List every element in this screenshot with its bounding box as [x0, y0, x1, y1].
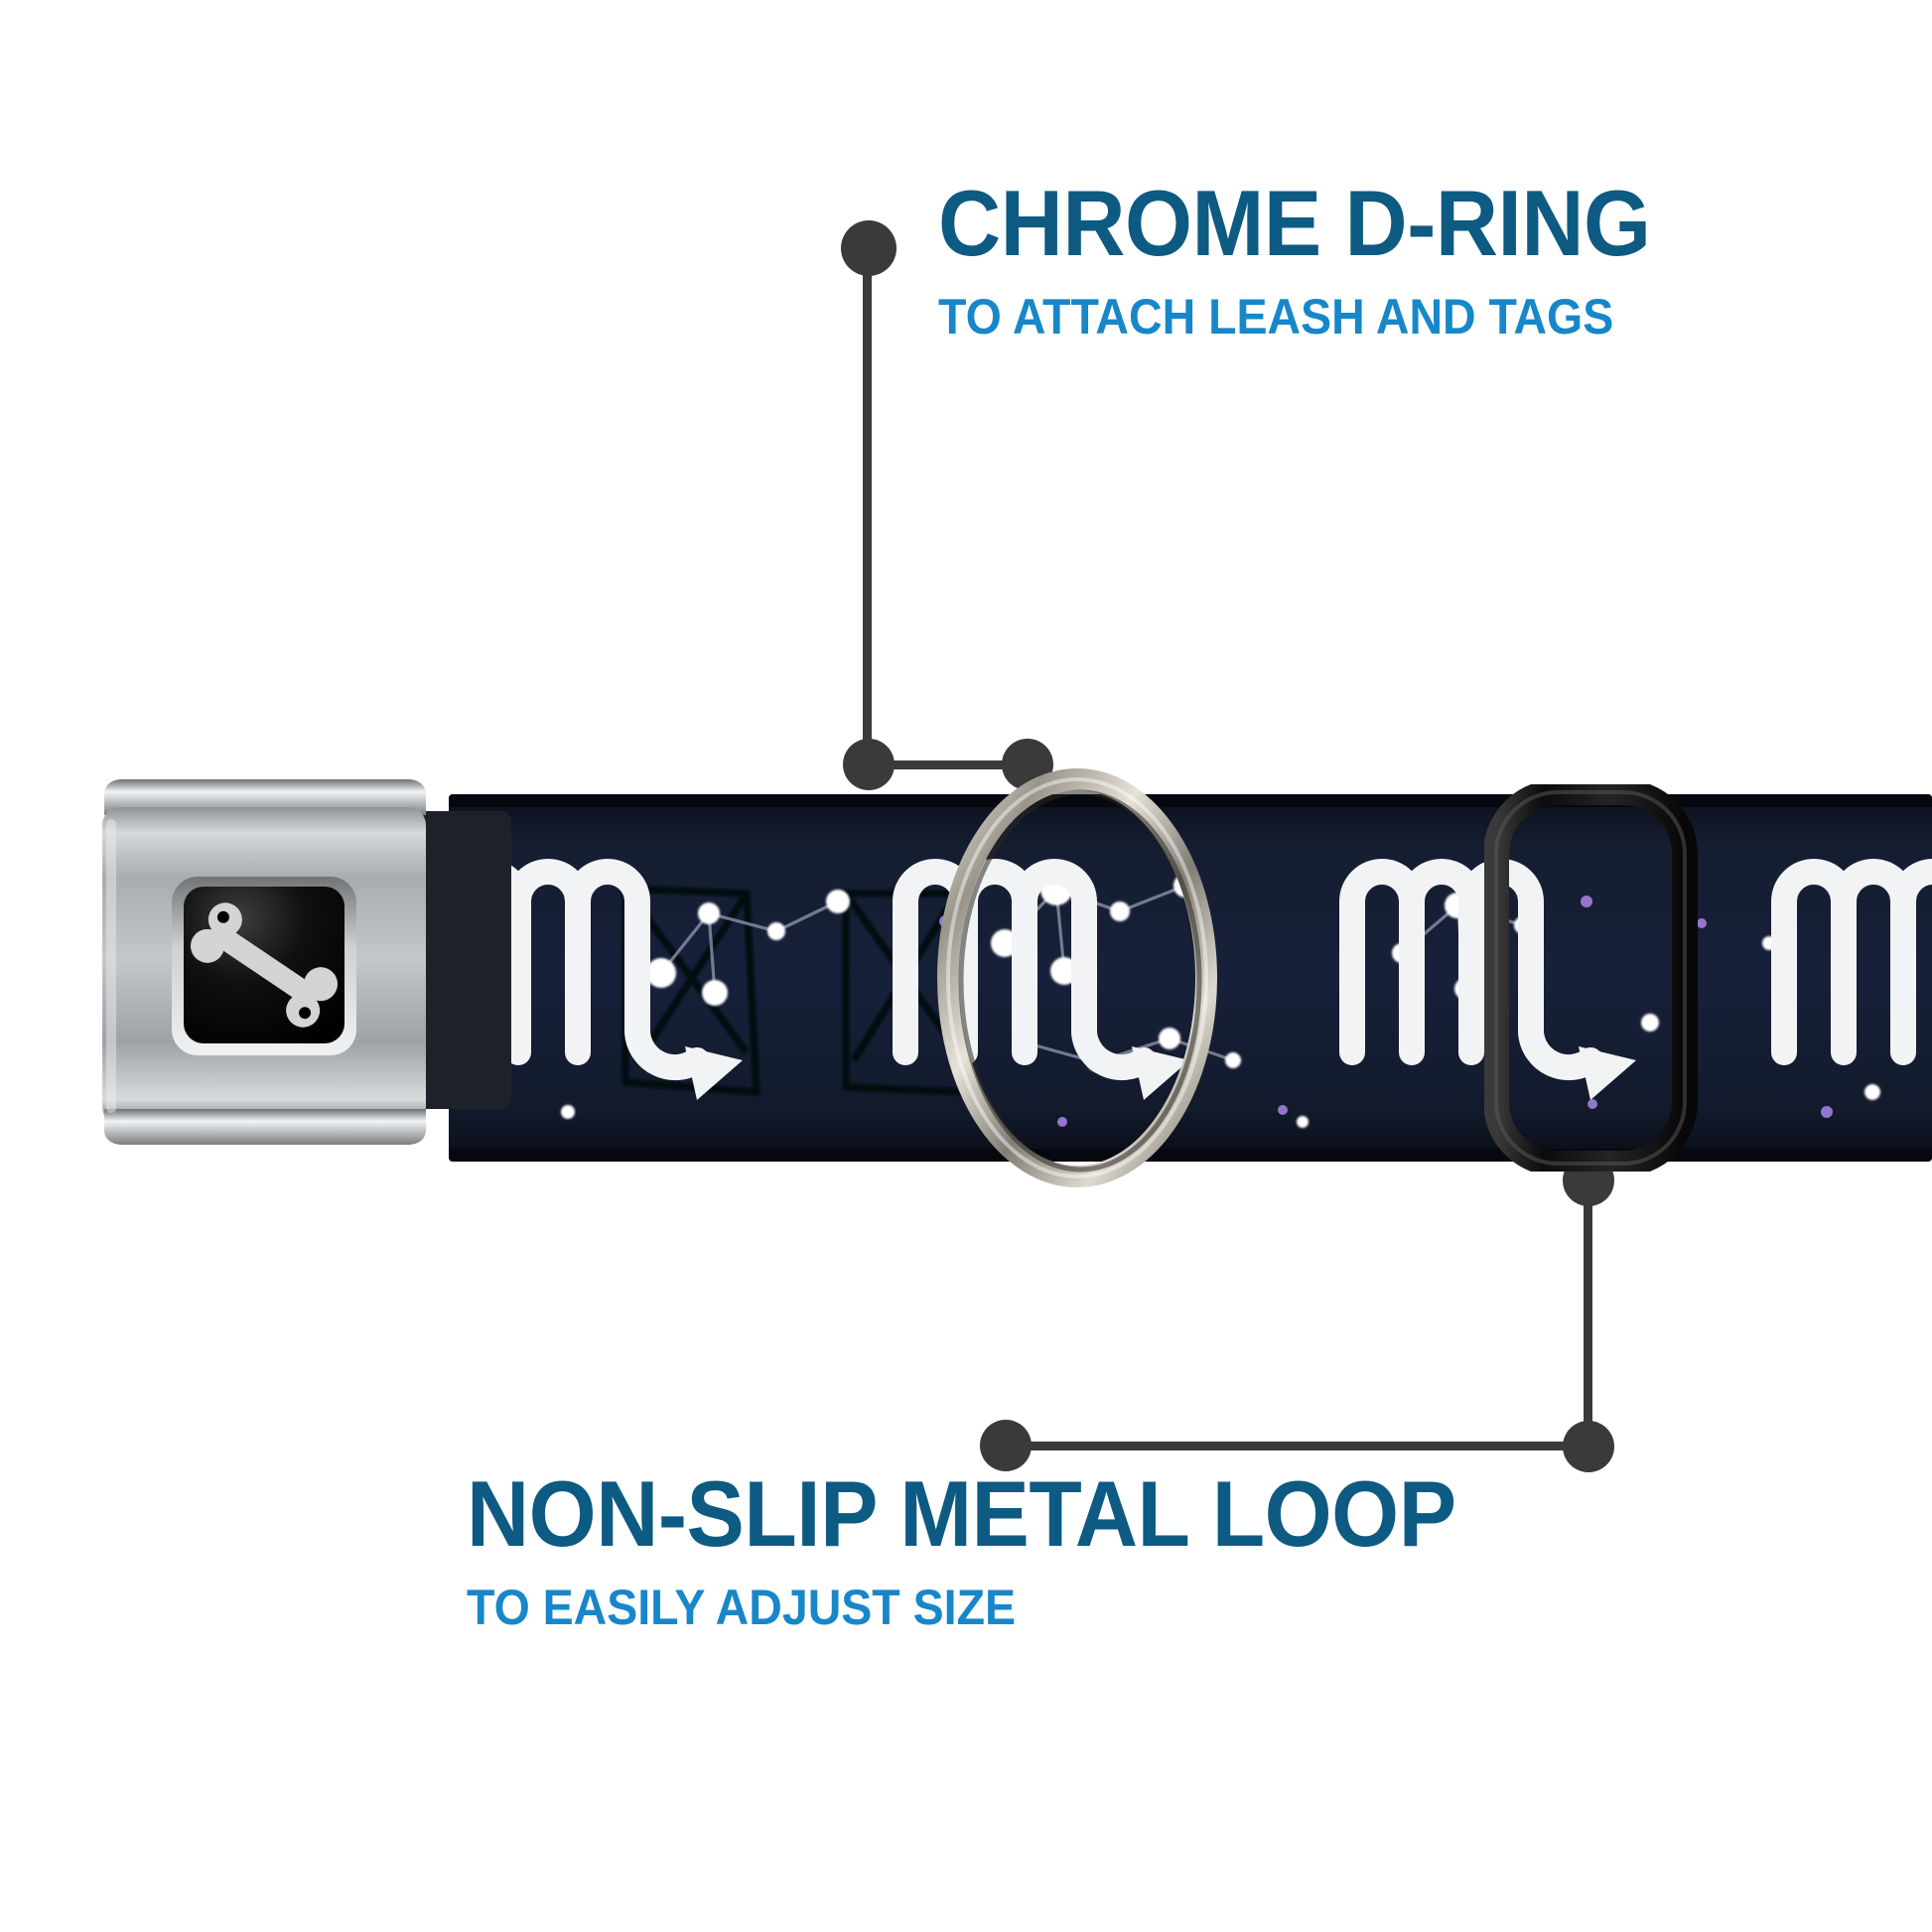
d-ring-highlight [946, 777, 1208, 1178]
leader-line-loop-vertical [1584, 1180, 1592, 1450]
non-slip-metal-loop [1484, 784, 1698, 1172]
callout-subtitle-chrome-d-ring: TO ATTACH LEASH AND TAGS [938, 289, 1614, 345]
chrome-seatbelt-buckle-graphic [102, 779, 511, 1145]
non-slip-metal-loop-graphic [1484, 784, 1698, 1172]
callout-title-chrome-d-ring: CHROME D-RING [938, 171, 1651, 275]
callout-non-slip-metal-loop: NON-SLIP METAL LOOP TO EASILY ADJUST SIZ… [467, 1461, 1531, 1635]
chrome-d-ring-graphic [937, 768, 1217, 1187]
callout-subtitle-metal-loop: TO EASILY ADJUST SIZE [467, 1580, 1016, 1635]
buckle-top-lip [103, 779, 427, 815]
metal-loop-frame [1484, 784, 1698, 1172]
leader-line-dring-horizontal [869, 760, 1028, 769]
leader-line-dring-vertical [863, 248, 872, 766]
callout-chrome-d-ring: CHROME D-RING TO ATTACH LEASH AND TAGS [938, 171, 1705, 345]
chrome-seatbelt-buckle [94, 759, 516, 1167]
buckle-bottom-lip [103, 1109, 427, 1145]
leader-line-loop-horizontal [1006, 1442, 1587, 1450]
leader-dot-loop-target [980, 1420, 1032, 1471]
callout-title-metal-loop: NON-SLIP METAL LOOP [467, 1461, 1456, 1566]
metal-loop-sheen [1494, 790, 1687, 1166]
d-ring-outer [937, 768, 1217, 1187]
chrome-d-ring [933, 764, 1221, 1191]
d-ring-inner-shadow [958, 789, 1202, 1173]
